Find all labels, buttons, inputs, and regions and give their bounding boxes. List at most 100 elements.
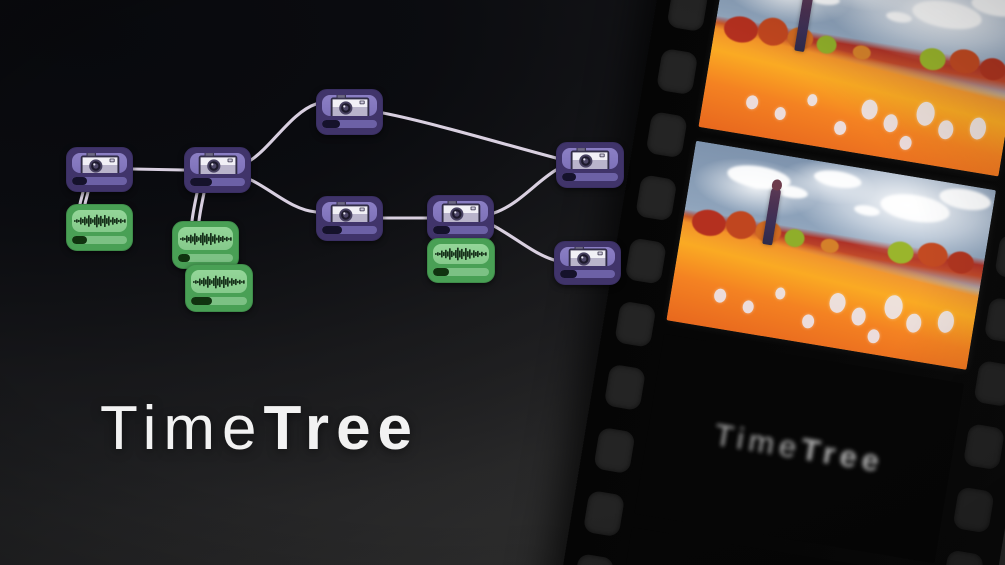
foliage-shape xyxy=(917,45,948,72)
node-progress-bar[interactable] xyxy=(433,226,488,234)
film-frame-title: TimeTree xyxy=(634,334,965,564)
film-perforation xyxy=(973,359,1005,408)
flower-shape xyxy=(904,312,923,334)
flower-shape xyxy=(800,313,815,330)
audio-node-a1[interactable] xyxy=(66,204,133,251)
waveform-icon xyxy=(435,247,487,261)
node-preview xyxy=(433,244,489,264)
foliage-shape xyxy=(945,248,976,275)
graph-edge xyxy=(78,190,85,206)
flower-shape xyxy=(773,106,787,122)
foliage-shape xyxy=(885,239,916,266)
film-perforation xyxy=(962,423,1005,471)
flower-shape xyxy=(914,100,937,128)
film-perforation xyxy=(941,549,985,565)
node-progress-bar[interactable] xyxy=(433,268,489,276)
graph-edge xyxy=(492,224,556,262)
node-progress-bar[interactable] xyxy=(560,270,615,278)
camera-icon xyxy=(330,202,369,222)
node-preview xyxy=(178,227,233,250)
film-frame-photo xyxy=(666,140,997,370)
waveform-icon xyxy=(179,232,232,245)
flower-shape xyxy=(882,113,900,134)
camera-icon xyxy=(198,153,237,174)
foliage-shape xyxy=(851,43,872,61)
flower-shape xyxy=(882,293,905,321)
flower-shape xyxy=(936,118,955,141)
node-graph[interactable] xyxy=(0,0,700,360)
camera-icon xyxy=(80,153,119,173)
flower-shape xyxy=(850,306,868,327)
foliage-shape xyxy=(948,47,982,76)
foliage-shape xyxy=(819,237,840,254)
node-progress-fill xyxy=(178,254,191,262)
flower-shape xyxy=(712,287,727,304)
camera-icon xyxy=(441,201,480,222)
flower-shape xyxy=(806,93,819,107)
camera-icon xyxy=(330,95,369,116)
node-progress-fill xyxy=(322,226,342,234)
node-progress-fill xyxy=(191,297,213,305)
cloud-shape xyxy=(853,203,881,218)
node-progress-fill xyxy=(72,236,87,244)
foliage-shape xyxy=(722,13,760,45)
camera-node-c1[interactable] xyxy=(66,147,133,192)
film-perforation xyxy=(994,233,1005,282)
camera-node-c7[interactable] xyxy=(554,241,621,285)
node-preview xyxy=(433,201,488,222)
flower-shape xyxy=(744,94,759,111)
node-progress-bar[interactable] xyxy=(322,226,377,234)
graph-edge xyxy=(131,167,186,172)
foliage-shape xyxy=(815,34,839,56)
node-progress-bar[interactable] xyxy=(72,236,127,244)
camera-node-c2[interactable] xyxy=(184,147,251,193)
graph-edge xyxy=(249,178,318,214)
flower-shape xyxy=(860,98,880,122)
node-progress-fill xyxy=(322,120,341,128)
graph-edge xyxy=(492,168,558,215)
waveform-icon xyxy=(193,275,245,288)
node-progress-fill xyxy=(433,226,450,234)
flower-shape xyxy=(832,119,847,136)
node-progress-fill xyxy=(562,173,576,181)
node-progress-bar[interactable] xyxy=(178,254,233,262)
node-progress-bar[interactable] xyxy=(191,297,247,305)
film-perforation xyxy=(983,296,1005,345)
film-perforation xyxy=(593,426,636,475)
cloud-shape xyxy=(812,167,863,192)
camera-icon xyxy=(568,247,607,266)
audio-node-a4[interactable] xyxy=(427,238,495,283)
film-perforation xyxy=(952,486,995,534)
page-title-part2: Tree xyxy=(263,394,420,463)
page-title-part1: Time xyxy=(100,394,264,463)
camera-node-c6[interactable] xyxy=(556,142,624,188)
waveform-icon xyxy=(73,214,126,228)
flower-shape xyxy=(741,299,755,315)
audio-node-a2[interactable] xyxy=(172,221,239,269)
film-perforation xyxy=(572,553,615,565)
node-preview xyxy=(322,95,377,116)
flower-shape xyxy=(898,134,913,151)
node-progress-fill xyxy=(433,268,449,276)
node-progress-bar[interactable] xyxy=(562,173,618,181)
node-progress-bar[interactable] xyxy=(190,178,245,186)
node-progress-fill xyxy=(560,270,578,278)
node-preview xyxy=(191,270,247,293)
foliage-shape xyxy=(755,15,790,48)
flower-shape xyxy=(935,310,956,335)
node-progress-fill xyxy=(190,178,212,186)
node-preview xyxy=(72,153,127,173)
node-progress-bar[interactable] xyxy=(322,120,377,128)
flower-shape xyxy=(828,292,848,315)
node-progress-bar[interactable] xyxy=(72,177,127,185)
graph-edge xyxy=(249,102,318,162)
camera-node-c5[interactable] xyxy=(427,195,494,241)
flower-shape xyxy=(774,286,787,301)
camera-node-c3[interactable] xyxy=(316,89,383,135)
camera-icon xyxy=(570,148,610,169)
camera-node-c4[interactable] xyxy=(316,196,383,241)
node-progress-fill xyxy=(72,177,88,185)
foliage-shape xyxy=(916,240,950,270)
audio-node-a3[interactable] xyxy=(185,264,253,312)
